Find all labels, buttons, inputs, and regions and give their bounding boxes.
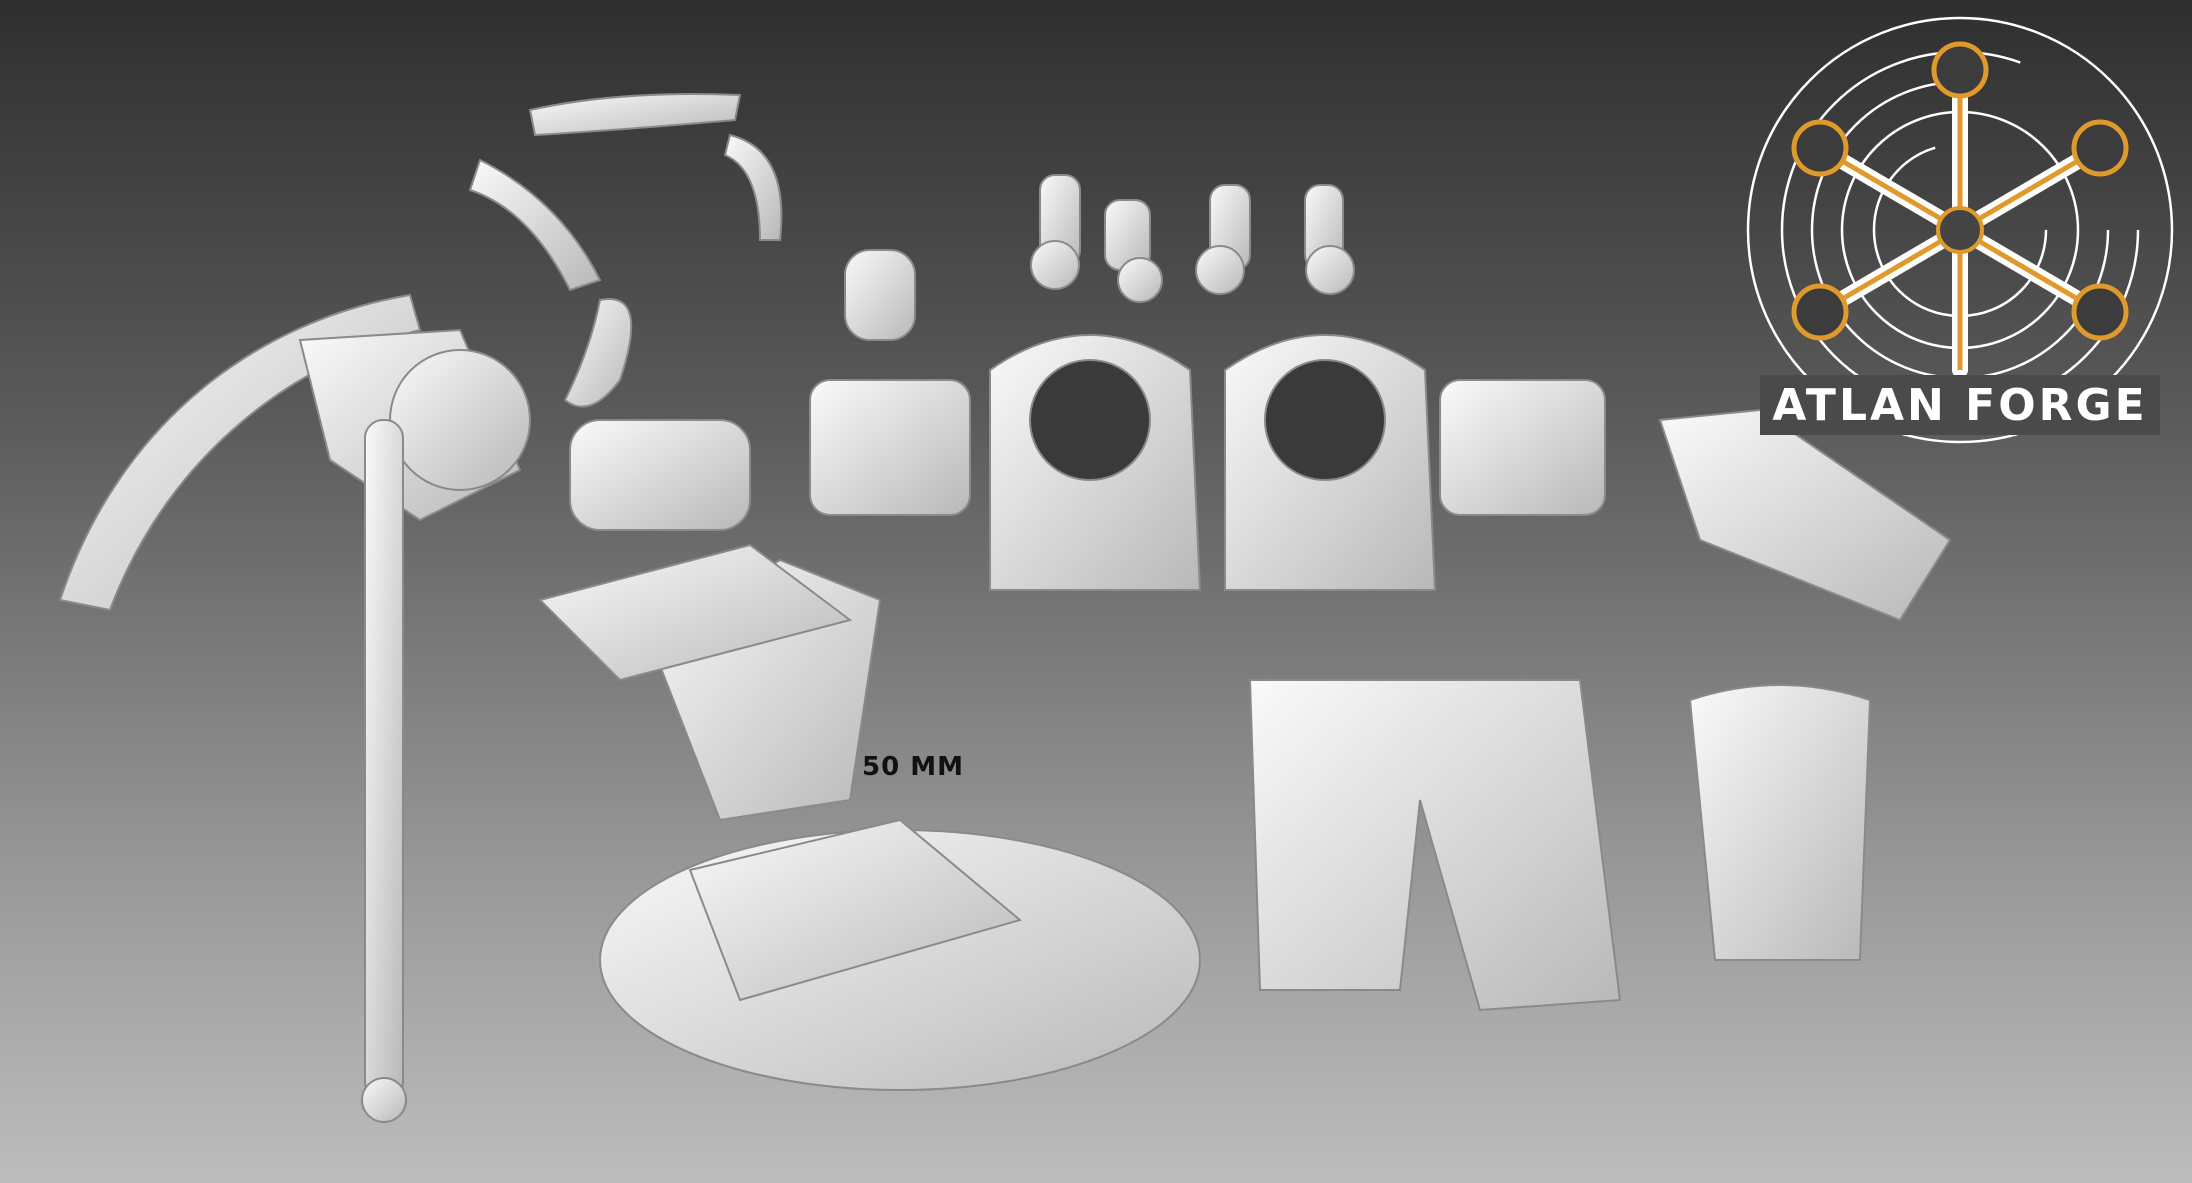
head-part [844,249,916,341]
hexagonal-node-emblem [1791,41,2129,378]
scythe-part [58,293,531,1123]
base-size-label: 50 MM [862,752,964,782]
atlan-forge-logo: ATLAN FORGE [1746,16,2174,444]
shoulder-pad-left [809,379,971,516]
fist-part [569,419,751,531]
legs-part [1248,679,1622,1012]
torso-parts [989,334,1437,591]
claw-hand-part [1658,408,1952,622]
shoulder-pad-right [1439,379,1606,516]
small-arm-parts [1030,174,1355,303]
loincloth-part [1688,684,1872,961]
brand-name: ATLAN FORGE [1772,380,2147,431]
round-base-with-pillar [538,543,1201,1091]
bone-parts [468,93,783,408]
